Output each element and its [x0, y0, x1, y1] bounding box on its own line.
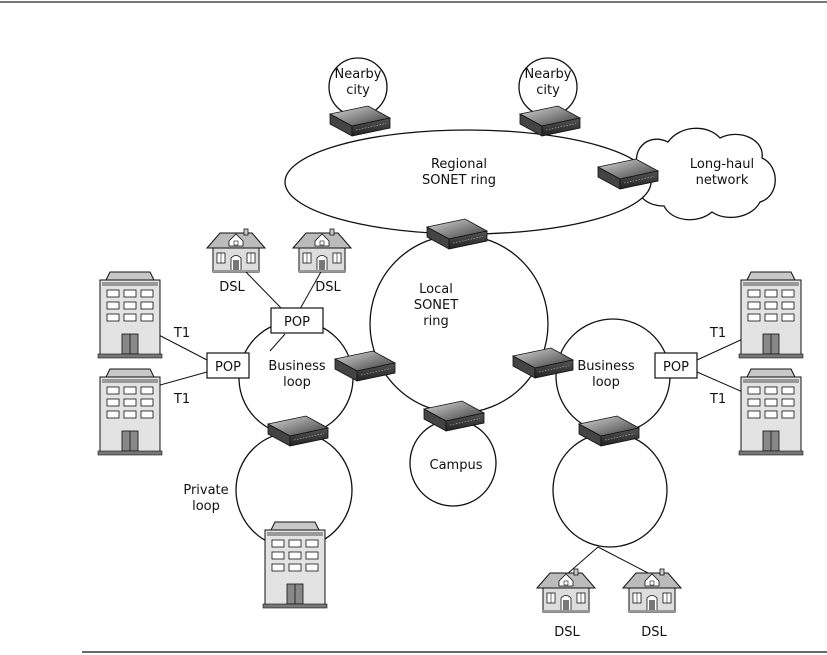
house-icon — [622, 568, 682, 613]
sonet-mux-icon — [519, 105, 581, 137]
office-building-icon — [738, 271, 804, 359]
campus-label: Campus — [430, 458, 483, 473]
dsl-line-top-left — [243, 269, 283, 310]
dsl-line-top-right — [299, 269, 323, 310]
pop-label: POP — [663, 360, 689, 375]
dsl-line-bottom-right — [597, 546, 653, 576]
pop-box-top: POP — [270, 307, 324, 334]
office-building-icon — [97, 271, 163, 359]
dsl-label: DSL — [219, 280, 245, 295]
t1-line-right-bottom — [696, 371, 746, 394]
pop-label: POP — [284, 315, 310, 330]
office-building-icon — [97, 368, 163, 456]
t1-line-left-top — [152, 331, 208, 361]
dsl-loop-right — [552, 432, 668, 548]
dsl-label: DSL — [315, 280, 341, 295]
t1-label: T1 — [709, 392, 726, 407]
sonet-mux-icon — [329, 105, 391, 137]
t1-label: T1 — [173, 392, 190, 407]
t1-line-right-top — [696, 337, 746, 361]
house-icon — [206, 228, 266, 273]
local-sonet-ring — [369, 234, 549, 414]
dsl-line-bottom-left — [565, 546, 599, 576]
pop-box-right: POP — [654, 352, 698, 379]
t1-line-left-bottom — [152, 371, 208, 388]
office-building-icon — [738, 368, 804, 456]
t1-label: T1 — [709, 326, 726, 341]
office-building-icon — [262, 521, 328, 609]
pop-label: POP — [215, 360, 241, 375]
long-haul-cloud — [635, 127, 776, 221]
pop-box-left: POP — [206, 352, 250, 379]
house-icon — [536, 568, 596, 613]
t1-label: T1 — [173, 326, 190, 341]
dsl-label: DSL — [641, 625, 667, 640]
pop-top-link — [269, 333, 286, 352]
house-icon — [292, 228, 352, 273]
dsl-label: DSL — [554, 625, 580, 640]
